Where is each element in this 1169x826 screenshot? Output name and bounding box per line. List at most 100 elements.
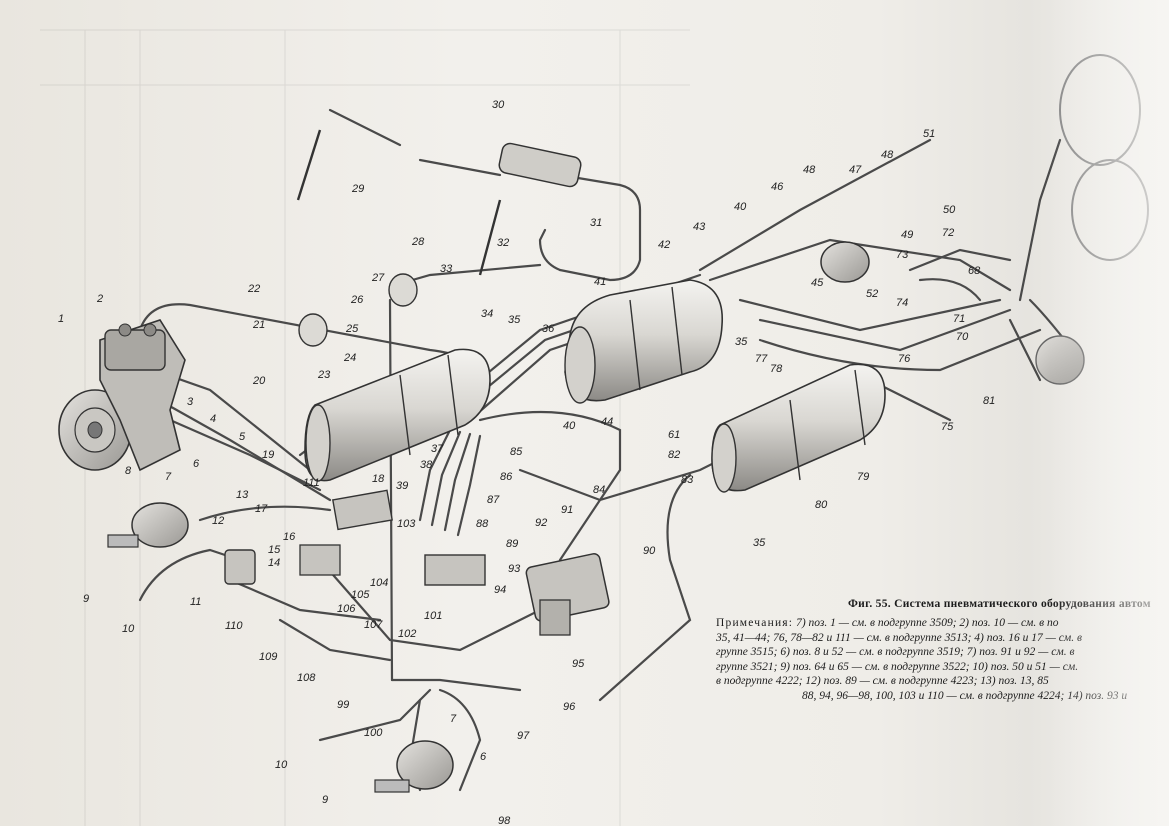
callout-104: 104 bbox=[370, 577, 388, 589]
wiper-blades bbox=[296, 129, 502, 276]
callout-11: 11 bbox=[190, 596, 201, 608]
callout-1: 1 bbox=[58, 313, 64, 325]
callout-47: 47 bbox=[849, 164, 862, 176]
callout-78: 78 bbox=[770, 363, 783, 375]
callout-111: 111 bbox=[303, 477, 320, 489]
callout-103: 103 bbox=[397, 518, 416, 530]
callout-108: 108 bbox=[297, 672, 316, 684]
callout-49: 49 bbox=[901, 229, 913, 241]
callout-37: 37 bbox=[431, 443, 444, 455]
callout-89: 89 bbox=[506, 538, 518, 550]
callout-95: 95 bbox=[572, 658, 585, 670]
callout-48b: 48 bbox=[881, 149, 894, 161]
callout-29: 29 bbox=[351, 183, 364, 195]
callout-46: 46 bbox=[771, 181, 784, 193]
pressure-gauge-22 bbox=[298, 313, 328, 347]
callout-17: 17 bbox=[255, 503, 268, 515]
valve-block-center bbox=[299, 489, 393, 576]
callout-15: 15 bbox=[268, 544, 281, 556]
front-left-brake-chamber bbox=[107, 502, 189, 548]
callout-35: 35 bbox=[508, 314, 521, 326]
callout-51: 51 bbox=[923, 128, 935, 140]
figure-title: Фиг. 55. Система пневматического оборудо… bbox=[848, 598, 1151, 610]
callout-19: 19 bbox=[262, 449, 274, 461]
callout-61: 61 bbox=[668, 429, 680, 441]
callout-71: 71 bbox=[953, 313, 965, 325]
brake-valve bbox=[525, 553, 610, 636]
compressor bbox=[58, 319, 186, 472]
callout-28: 28 bbox=[411, 236, 425, 248]
callout-101: 101 bbox=[424, 610, 442, 622]
callout-99: 99 bbox=[337, 699, 349, 711]
callout-102: 102 bbox=[398, 628, 416, 640]
callout-77: 77 bbox=[755, 353, 768, 365]
callout-85: 85 bbox=[510, 446, 523, 458]
callout-42: 42 bbox=[658, 239, 670, 251]
callout-9b: 9 bbox=[322, 794, 328, 806]
callout-82: 82 bbox=[668, 449, 680, 461]
callout-110: 110 bbox=[225, 620, 243, 632]
callout-7: 7 bbox=[165, 471, 172, 483]
callout-90: 90 bbox=[643, 545, 656, 557]
callout-93: 93 bbox=[508, 563, 521, 575]
callout-92: 92 bbox=[535, 517, 547, 529]
notes-line-3: группе 3515; 6) поз. 8 и 52 — см. в подг… bbox=[716, 646, 1075, 658]
callout-52: 52 bbox=[866, 288, 878, 300]
callout-43: 43 bbox=[693, 221, 706, 233]
callout-39: 39 bbox=[396, 480, 408, 492]
callout-88: 88 bbox=[476, 518, 489, 530]
callout-31: 31 bbox=[590, 217, 602, 229]
callout-83: 83 bbox=[681, 474, 694, 486]
air-tank-left bbox=[304, 348, 491, 482]
figure-notes: Примечания: 7) поз. 1 — см. в подгруппе … bbox=[716, 616, 1166, 703]
callout-4: 4 bbox=[210, 413, 216, 425]
notes-line-2: 35, 41—44; 76, 78—82 и 111 — см. в подгр… bbox=[716, 631, 1082, 644]
front-right-brake-chamber bbox=[374, 740, 454, 793]
callout-24: 24 bbox=[343, 352, 356, 364]
callout-74: 74 bbox=[896, 297, 908, 309]
callout-68: 68 bbox=[968, 265, 981, 277]
callout-45: 45 bbox=[811, 277, 824, 289]
callout-2: 2 bbox=[96, 293, 103, 305]
callout-21: 21 bbox=[252, 319, 265, 331]
callout-100: 100 bbox=[364, 727, 383, 739]
wiper-motor bbox=[498, 142, 582, 188]
callout-96: 96 bbox=[563, 701, 576, 713]
callout-38: 38 bbox=[420, 459, 433, 471]
callout-107: 107 bbox=[364, 619, 383, 631]
callout-70: 70 bbox=[956, 331, 969, 343]
air-tank-center bbox=[564, 279, 723, 404]
callout-40b: 40 bbox=[734, 201, 747, 213]
callout-105: 105 bbox=[351, 589, 370, 601]
callout-32: 32 bbox=[497, 237, 509, 249]
callout-72: 72 bbox=[942, 227, 954, 239]
pressure-regulator bbox=[224, 549, 256, 585]
callout-91: 91 bbox=[561, 504, 573, 516]
callout-41: 41 bbox=[594, 276, 606, 288]
callout-5: 5 bbox=[239, 431, 246, 443]
notes-heading: Примечания: bbox=[716, 617, 794, 629]
note-text-1: 7) поз. 1 — см. в подгруппе 3509; 2) поз… bbox=[796, 617, 1059, 629]
callout-44: 44 bbox=[601, 416, 613, 428]
callout-94: 94 bbox=[494, 584, 506, 596]
callout-35b: 35 bbox=[735, 336, 748, 348]
callout-20: 20 bbox=[252, 375, 266, 387]
callout-30: 30 bbox=[492, 99, 505, 111]
callout-81: 81 bbox=[983, 395, 995, 407]
callout-13: 13 bbox=[236, 489, 249, 501]
callout-97: 97 bbox=[517, 730, 530, 742]
callout-98: 98 bbox=[498, 815, 511, 826]
callout-10b: 10 bbox=[275, 759, 288, 771]
callout-48: 48 bbox=[803, 164, 816, 176]
callout-10: 10 bbox=[122, 623, 135, 635]
callout-106: 106 bbox=[337, 603, 356, 615]
callout-35c: 35 bbox=[753, 537, 766, 549]
callout-18: 18 bbox=[372, 473, 385, 485]
callout-79: 79 bbox=[857, 471, 869, 483]
callout-27: 27 bbox=[371, 272, 385, 284]
air-tank-right bbox=[711, 363, 886, 493]
callout-73: 73 bbox=[896, 249, 909, 261]
callout-80: 80 bbox=[815, 499, 828, 511]
callout-50: 50 bbox=[943, 204, 956, 216]
rear-brake-chamber bbox=[820, 241, 870, 283]
